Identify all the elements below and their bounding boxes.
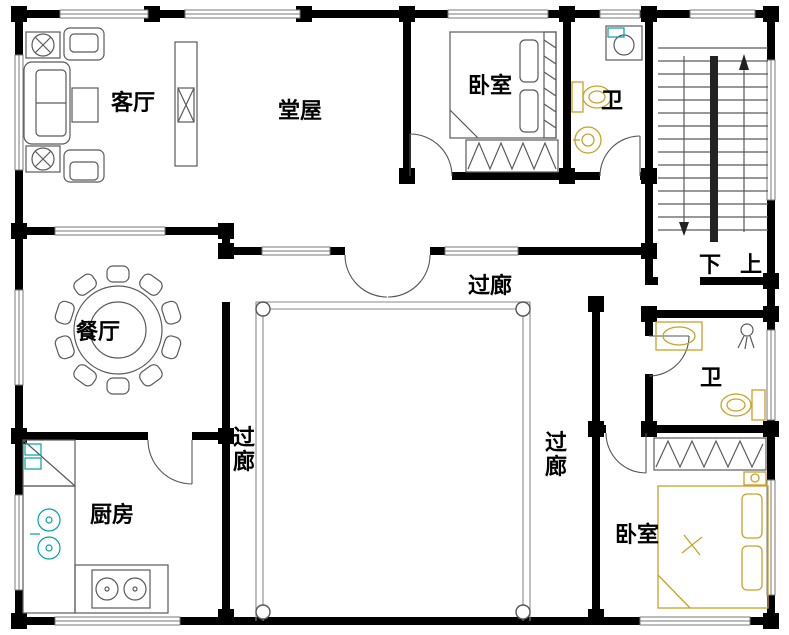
- courtyard-column: [515, 301, 531, 317]
- window-corridor-2: [444, 246, 519, 256]
- room-labels: 客厅 堂屋 卧室 卫 下 上 过廊 过廊 过廊 餐厅 厨房 卫 卧室: [76, 73, 762, 548]
- kitchen-sink-icon: [30, 508, 61, 560]
- arrow-up-icon: [739, 54, 749, 70]
- toilet-top-icon: [571, 81, 612, 113]
- window-left-2: [14, 289, 24, 386]
- walls: [15, 10, 775, 625]
- label-bathroom-right: 卫: [700, 366, 722, 391]
- arrow-down-icon: [679, 222, 689, 236]
- window-top-3: [447, 9, 549, 19]
- label-corridor-right: 过廊: [545, 431, 567, 480]
- wall-columns: [11, 6, 779, 629]
- wardrobe-top: [465, 139, 559, 173]
- door-bathroom-right: [648, 335, 690, 377]
- window-left-1: [14, 54, 24, 171]
- window-right-1: [766, 59, 776, 201]
- shower-icon: [737, 323, 755, 350]
- double-door-hall: [344, 254, 431, 298]
- stairs: [658, 47, 768, 242]
- courtyard-column: [515, 604, 531, 620]
- window-top-5: [689, 9, 756, 19]
- toilet-right-icon: [720, 389, 766, 421]
- sofa-set: [23, 27, 105, 183]
- window-corridor-1: [261, 246, 331, 256]
- stair-divider: [710, 56, 718, 242]
- door-bedroom-top: [409, 133, 453, 177]
- door-bathroom-top: [599, 135, 641, 177]
- sink-top-icon: [573, 126, 602, 154]
- label-corridor-top: 过廊: [468, 273, 512, 299]
- label-dining-room: 餐厅: [76, 320, 120, 345]
- washing-machine: [605, 25, 643, 61]
- pillow: [741, 545, 763, 591]
- label-corridor-left: 过廊: [233, 426, 255, 475]
- pillow: [519, 89, 539, 133]
- pillow: [519, 39, 539, 83]
- coffee-table: [71, 87, 99, 123]
- bedside-table: [743, 471, 767, 486]
- window-top-4: [599, 9, 641, 19]
- courtyard-column: [255, 301, 271, 317]
- label-kitchen: 厨房: [90, 502, 134, 528]
- label-stairs-up: 上: [740, 253, 762, 278]
- window-bottom-1: [54, 616, 181, 626]
- wardrobe-bottom: [653, 437, 767, 471]
- kitchen-counter: [22, 439, 169, 614]
- label-bedroom-bottom: 卧室: [615, 522, 659, 548]
- window-right-3: [766, 479, 776, 596]
- window-left-3: [14, 494, 24, 591]
- door-bedroom-bottom: [605, 432, 647, 474]
- label-bathroom-top: 卫: [601, 89, 623, 114]
- label-bedroom-top: 卧室: [468, 73, 512, 99]
- window-top-2: [184, 9, 301, 19]
- window-top-1: [59, 9, 149, 19]
- dining-chairs: [54, 265, 182, 395]
- window-right-2: [766, 329, 776, 421]
- windows: [14, 9, 776, 626]
- sink-right-icon: [655, 321, 703, 351]
- label-stairs-down: 下: [699, 253, 721, 278]
- label-living-room: 客厅: [111, 90, 155, 116]
- window-living-dining: [54, 226, 166, 236]
- stove-icon: [91, 569, 151, 609]
- courtyard: [255, 301, 531, 621]
- bed-top: [449, 31, 557, 139]
- dining-table: [54, 265, 182, 395]
- pillow: [741, 493, 763, 539]
- courtyard-column: [255, 604, 271, 620]
- door-kitchen: [147, 439, 193, 485]
- bed-bottom: [657, 485, 769, 609]
- tv-cabinet: [174, 41, 198, 167]
- label-hall: 堂屋: [278, 99, 322, 124]
- window-bottom-2: [639, 616, 751, 626]
